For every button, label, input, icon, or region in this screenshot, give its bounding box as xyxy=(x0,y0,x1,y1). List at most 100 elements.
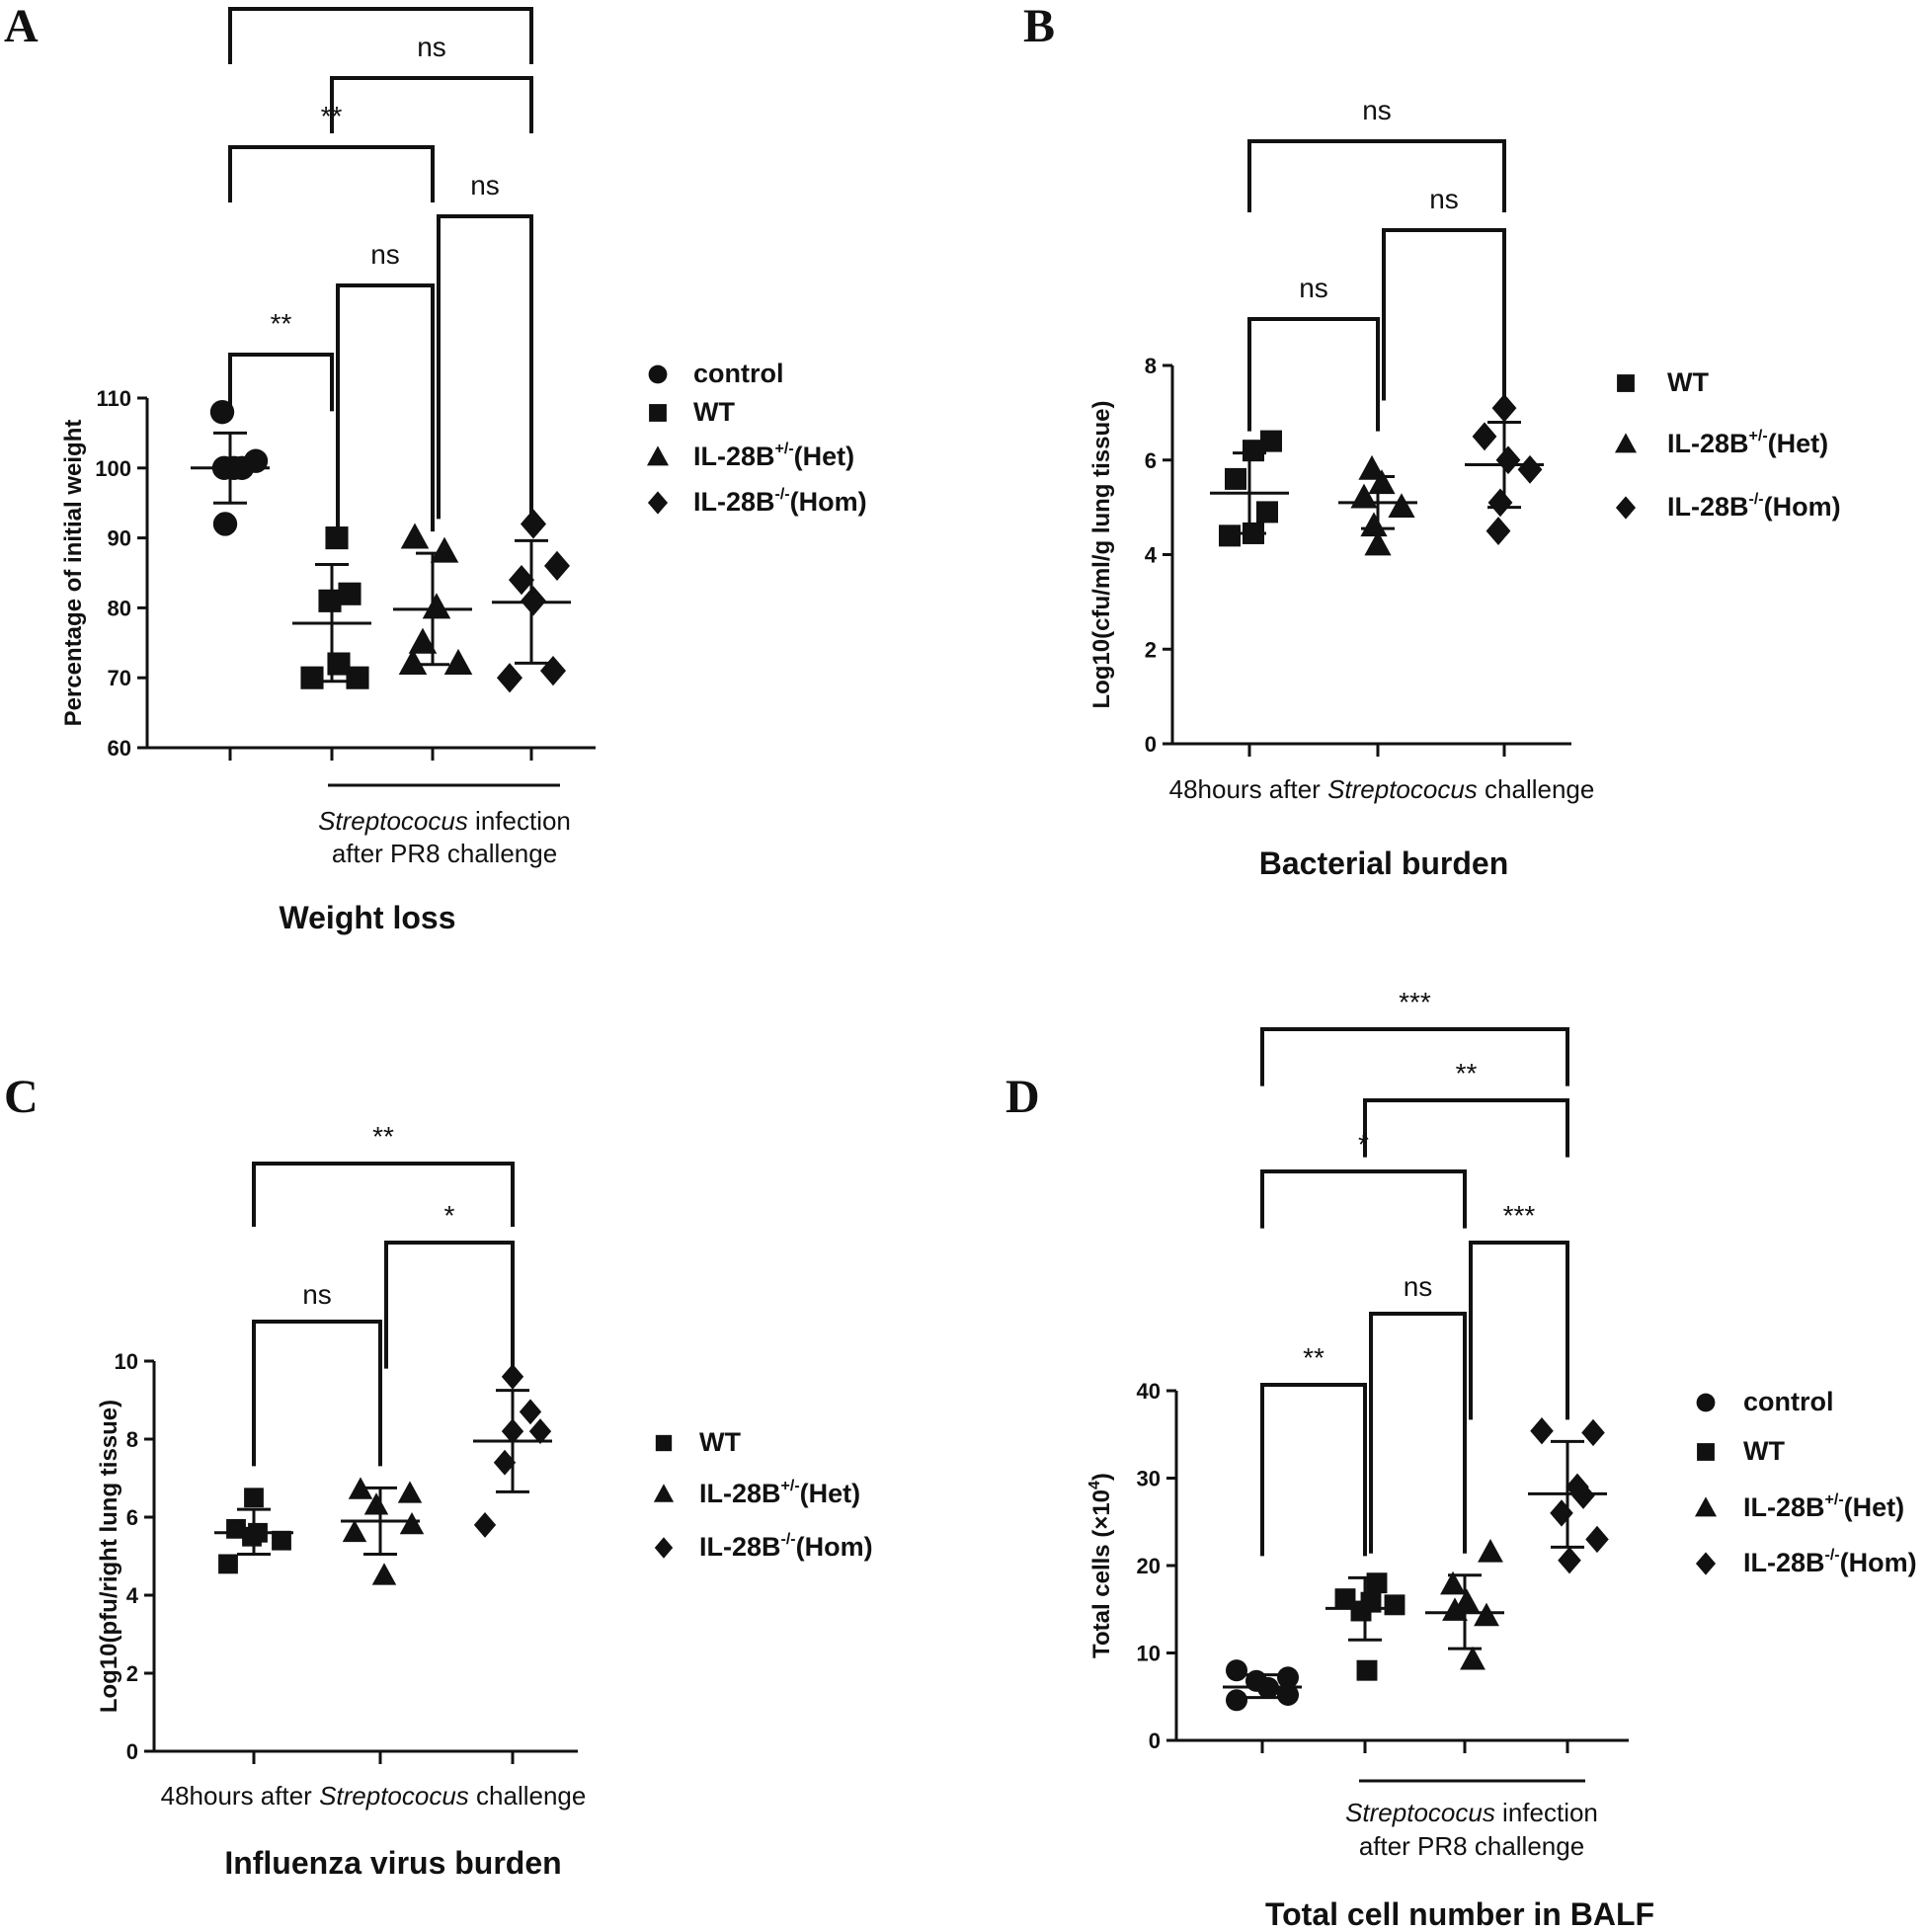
legend-label-main: IL-28B xyxy=(699,1532,781,1562)
significance-bracket xyxy=(1363,1098,1569,1158)
x-axis-label-italic: Streptococus xyxy=(318,806,468,836)
data-point xyxy=(493,1449,517,1476)
significance-bracket xyxy=(336,283,435,532)
x-axis-label-part: challenge xyxy=(469,1781,587,1811)
x-axis-label-part: after PR8 challenge xyxy=(332,839,557,868)
data-point xyxy=(397,1481,423,1503)
series-diamond xyxy=(1528,1417,1609,1574)
y-tick-label: 4 xyxy=(126,1583,139,1608)
data-point xyxy=(1225,1659,1248,1682)
legend-label: IL-28B-/-(Hom) xyxy=(699,1531,873,1562)
significance-bracket xyxy=(1369,1312,1467,1554)
data-point xyxy=(1225,1689,1248,1712)
data-point xyxy=(218,1554,238,1574)
data-point xyxy=(520,509,547,539)
significance-label: * xyxy=(444,1200,455,1231)
data-point xyxy=(327,652,351,676)
panel-letter: B xyxy=(1023,0,1055,52)
data-point xyxy=(300,666,324,689)
legend-label-end: (Hom) xyxy=(1764,492,1841,522)
legend-label-sup: +/- xyxy=(781,1478,800,1494)
data-point xyxy=(501,1363,524,1390)
x-axis-label: 48hours after Streptococus challenge xyxy=(1169,774,1595,804)
legend-label-end: (Het) xyxy=(1768,429,1829,458)
legend-label: IL-28B-/-(Hom) xyxy=(693,486,867,517)
legend-symbol xyxy=(647,491,669,515)
data-point xyxy=(1581,1418,1605,1447)
panel-title: Total cell number in BALF xyxy=(1265,1896,1654,1932)
data-point xyxy=(243,448,269,473)
data-point xyxy=(1491,393,1517,423)
significance-label: ns xyxy=(470,170,500,201)
significance-bracket xyxy=(1260,1027,1569,1087)
y-tick-label: 8 xyxy=(126,1427,138,1452)
legend-label: IL-28B+/-(Het) xyxy=(693,441,854,471)
x-axis-label-part: after PR8 challenge xyxy=(1359,1831,1584,1861)
data-point xyxy=(1487,488,1513,518)
legend-symbol xyxy=(1615,496,1637,520)
data-point xyxy=(1472,422,1497,451)
data-point xyxy=(1571,1482,1595,1509)
data-point xyxy=(1276,1683,1300,1706)
significance-bracket xyxy=(330,76,533,133)
y-tick-label: 6 xyxy=(1145,448,1157,473)
y-tick-label: 10 xyxy=(1137,1642,1161,1666)
data-point xyxy=(272,1530,291,1551)
series-triangle xyxy=(1425,1539,1504,1670)
data-point xyxy=(1442,1597,1468,1621)
legend-label: IL-28B-/-(Hom) xyxy=(1743,1547,1917,1577)
y-tick-label: 30 xyxy=(1137,1467,1161,1491)
significance-bracket xyxy=(1469,1241,1569,1420)
legend-label-sup: -/- xyxy=(1749,491,1764,508)
data-point xyxy=(1384,1594,1405,1616)
significance-bracket xyxy=(1260,1383,1367,1557)
significance-bracket xyxy=(228,7,533,64)
significance-label: ** xyxy=(372,1121,394,1152)
legend-symbol xyxy=(1614,433,1638,453)
data-point xyxy=(422,593,451,619)
significance-label: ns xyxy=(1362,95,1392,125)
data-point xyxy=(212,512,238,536)
y-tick-label: 0 xyxy=(126,1739,138,1764)
data-point xyxy=(348,1477,373,1499)
significance-label: ns xyxy=(1429,184,1459,214)
series-diamond xyxy=(492,509,571,693)
data-point xyxy=(443,648,473,675)
legend-label-sup: +/- xyxy=(775,441,794,457)
data-point xyxy=(1366,1572,1388,1594)
y-axis-label: Log10(cfu/ml/g lung tissue) xyxy=(1088,400,1115,708)
significance-label: *** xyxy=(1399,987,1431,1017)
y-axis-label-main: Total cells (×10 xyxy=(1088,1489,1115,1658)
y-tick-label: 0 xyxy=(1149,1729,1161,1753)
data-point xyxy=(408,627,438,654)
series-square xyxy=(1210,430,1289,547)
x-axis-label-part: infection xyxy=(1495,1798,1598,1827)
data-point xyxy=(1360,512,1388,537)
legend-label-main: IL-28B xyxy=(1667,429,1749,458)
y-tick-label: 80 xyxy=(108,596,131,620)
data-point xyxy=(473,1511,497,1538)
legend-label-end: (Het) xyxy=(1844,1492,1905,1522)
x-axis-label: after PR8 challenge xyxy=(1359,1831,1584,1861)
legend-label: WT xyxy=(1667,367,1709,397)
legend-label: IL-28B+/-(Het) xyxy=(1743,1491,1904,1522)
legend-label: WT xyxy=(693,397,735,427)
data-point xyxy=(1454,1588,1480,1613)
y-tick-label: 60 xyxy=(108,736,131,761)
data-point xyxy=(519,1399,542,1425)
y-tick-label: 6 xyxy=(126,1505,138,1530)
y-axis-label: Percentage of initial weight xyxy=(60,420,87,727)
legend-symbol xyxy=(1617,374,1635,392)
legend-symbol xyxy=(1694,1496,1718,1517)
series-triangle xyxy=(1338,454,1417,556)
legend-symbol xyxy=(654,1537,674,1559)
significance-label: ** xyxy=(1456,1058,1478,1088)
data-point xyxy=(1440,1570,1466,1595)
data-point xyxy=(1334,1588,1356,1610)
y-tick-label: 0 xyxy=(1145,732,1157,757)
legend-label-end: (Het) xyxy=(794,442,855,471)
data-point xyxy=(1495,445,1521,475)
legend-label-main: IL-28B xyxy=(693,487,775,517)
